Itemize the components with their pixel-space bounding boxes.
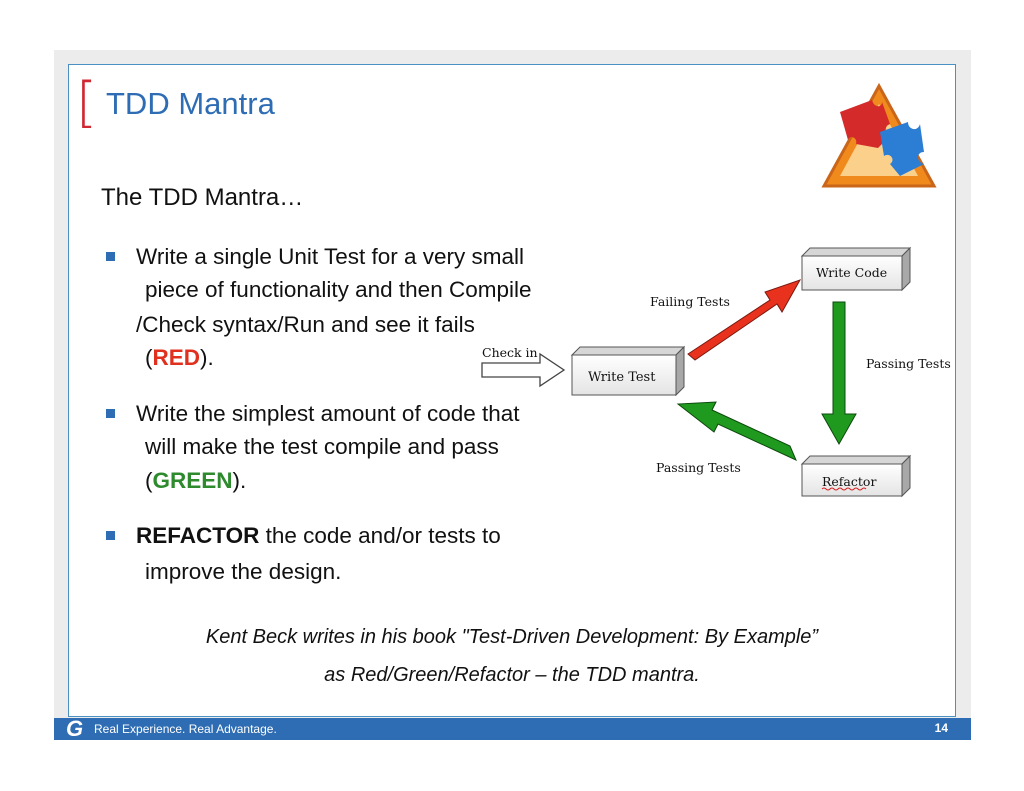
passing-tests-right-label: Passing Tests [866, 356, 951, 371]
write-test-label: Write Test [588, 370, 656, 385]
passing-tests-bottom-label: Passing Tests [656, 460, 741, 475]
check-in-label: Check in [482, 345, 538, 360]
bullet-line: /Check syntax/Run and see it fails [136, 312, 475, 337]
tdd-cycle-diagram: Check in Write Test Write Code Refactor … [481, 246, 951, 498]
title-bracket-icon: [ [76, 71, 98, 134]
quote-line-2: as Red/Green/Refactor – the TDD mantra. [324, 664, 700, 686]
quote-line-1: Kent Beck writes in his book "Test-Drive… [205, 626, 819, 648]
bullet-line: will make the test compile and pass [145, 434, 499, 459]
bullet-line-last: (GREEN). [145, 468, 247, 493]
check-in-arrow [481, 352, 566, 388]
failing-tests-label: Failing Tests [650, 294, 730, 309]
bullet-line: improve the design. [145, 559, 342, 584]
page-number: 14 [934, 721, 948, 735]
bullet-line-last: (RED). [145, 345, 214, 370]
footer-bar [54, 718, 971, 740]
write-test-box [570, 345, 686, 397]
refactor-label: Refactor [822, 474, 876, 489]
puzzle-triangle-icon [821, 82, 937, 188]
bullet-line: Write the simplest amount of code that [136, 401, 520, 426]
intro-text: The TDD Mantra… [101, 184, 304, 211]
bullet-square-icon [106, 252, 115, 261]
slide-title: TDD Mantra [106, 86, 275, 121]
refactor-keyword: REFACTOR [136, 523, 260, 548]
bullet-square-icon [106, 409, 115, 418]
footer-tagline: Real Experience. Real Advantage. [94, 722, 277, 736]
refactor-box [800, 454, 912, 498]
green-keyword: GREEN [152, 468, 233, 493]
write-code-label: Write Code [816, 265, 887, 280]
failing-tests-arrow [687, 279, 802, 361]
bullet-line: REFACTOR the code and/or tests to [136, 523, 501, 548]
passing-tests-down-arrow [821, 301, 857, 446]
slide-frame [68, 64, 956, 717]
write-code-box [800, 246, 912, 292]
bullet-line: piece of functionality and then Compile [145, 277, 532, 302]
red-keyword: RED [152, 345, 201, 370]
bullet-line: Write a single Unit Test for a very smal… [136, 244, 525, 269]
company-logo-icon: G [66, 716, 84, 741]
passing-tests-back-arrow [676, 401, 797, 461]
bullet-square-icon [106, 531, 115, 540]
